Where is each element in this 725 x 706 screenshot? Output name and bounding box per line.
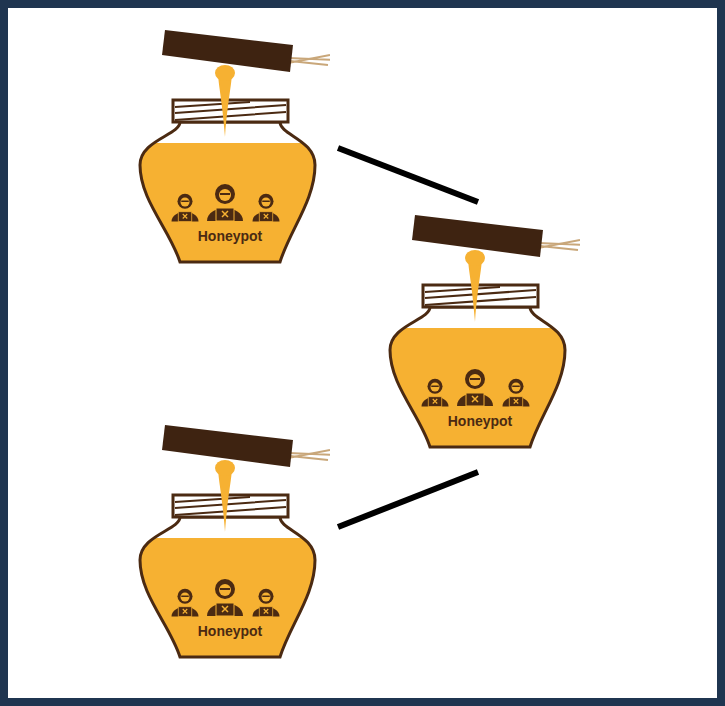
connector-line [338, 472, 478, 527]
dipper-tip [538, 240, 580, 250]
lid-band [425, 287, 536, 305]
dipper-stick [162, 425, 293, 467]
jar-lid [173, 100, 288, 122]
jar-label: Honeypot [130, 623, 330, 639]
hacker-icon [503, 379, 530, 407]
honey-blob [465, 250, 485, 266]
dipper-stick [412, 215, 543, 257]
jar-lid [423, 285, 538, 307]
hacker-icon [422, 379, 449, 407]
hacker-body [207, 603, 243, 616]
jar-label: Honeypot [380, 413, 580, 429]
laptop [216, 603, 234, 616]
laptop-x [433, 399, 438, 404]
hacker-body [172, 607, 199, 617]
hacker-glasses [431, 386, 439, 388]
hacker-icon [207, 184, 243, 221]
hacker-face [181, 198, 190, 207]
hacker-face [262, 198, 271, 207]
laptop-x [472, 396, 478, 402]
lid-band [175, 497, 286, 515]
laptop [216, 208, 234, 221]
frame-border [4, 4, 721, 702]
dipper-stick [162, 30, 293, 72]
hacker-body [457, 393, 493, 406]
honeypot-jar: Honeypot [130, 25, 330, 265]
laptop-x [183, 609, 188, 614]
laptop [509, 397, 523, 407]
hacker-face [431, 383, 440, 392]
hacker-face [219, 584, 231, 596]
hacker-glasses [220, 193, 230, 195]
hacker-hood [465, 369, 485, 389]
laptop-x [264, 609, 269, 614]
hacker-glasses [181, 596, 189, 598]
honey-blob [215, 460, 235, 476]
hacker-hood [215, 579, 235, 599]
honey-fill [130, 143, 330, 265]
dipper-tip [288, 55, 330, 65]
hacker-icon [172, 589, 199, 617]
laptop [259, 607, 273, 617]
laptop-x [222, 606, 228, 612]
hacker-hood [178, 589, 193, 604]
laptop [466, 393, 484, 406]
hacker-glasses [262, 201, 270, 203]
hacker-hood [215, 184, 235, 204]
hacker-body [422, 397, 449, 407]
laptop-x [514, 399, 519, 404]
connector-line [338, 148, 478, 202]
hacker-body [207, 208, 243, 221]
hacker-icon [207, 579, 243, 616]
hacker-icon [172, 194, 199, 222]
honeypot-jar: Honeypot [380, 210, 580, 450]
dipper-tip [288, 450, 330, 460]
hacker-glasses [181, 201, 189, 203]
hacker-icon [253, 589, 280, 617]
lid-band [175, 102, 286, 120]
jar-label: Honeypot [130, 228, 330, 244]
laptop [178, 212, 192, 222]
laptop [178, 607, 192, 617]
hacker-hood [178, 194, 193, 209]
hacker-glasses [470, 378, 480, 380]
hacker-face [469, 374, 481, 386]
hacker-body [253, 607, 280, 617]
hacker-face [181, 593, 190, 602]
hacker-glasses [220, 588, 230, 590]
laptop [259, 212, 273, 222]
honey-fill [130, 538, 330, 660]
hacker-icon [253, 194, 280, 222]
honeypot-jar: Honeypot [130, 420, 330, 660]
hacker-body [253, 212, 280, 222]
hacker-glasses [262, 596, 270, 598]
hacker-hood [509, 379, 524, 394]
laptop-x [222, 211, 228, 217]
laptop-x [264, 214, 269, 219]
hacker-face [262, 593, 271, 602]
hacker-body [503, 397, 530, 407]
honey-blob [215, 65, 235, 81]
hacker-icon [457, 369, 493, 406]
hacker-face [512, 383, 521, 392]
hacker-body [172, 212, 199, 222]
laptop-x [183, 214, 188, 219]
hacker-hood [259, 589, 274, 604]
laptop [428, 397, 442, 407]
hacker-face [219, 189, 231, 201]
honey-fill [380, 328, 580, 450]
jar-lid [173, 495, 288, 517]
hacker-glasses [512, 386, 520, 388]
hacker-hood [259, 194, 274, 209]
hacker-hood [428, 379, 443, 394]
